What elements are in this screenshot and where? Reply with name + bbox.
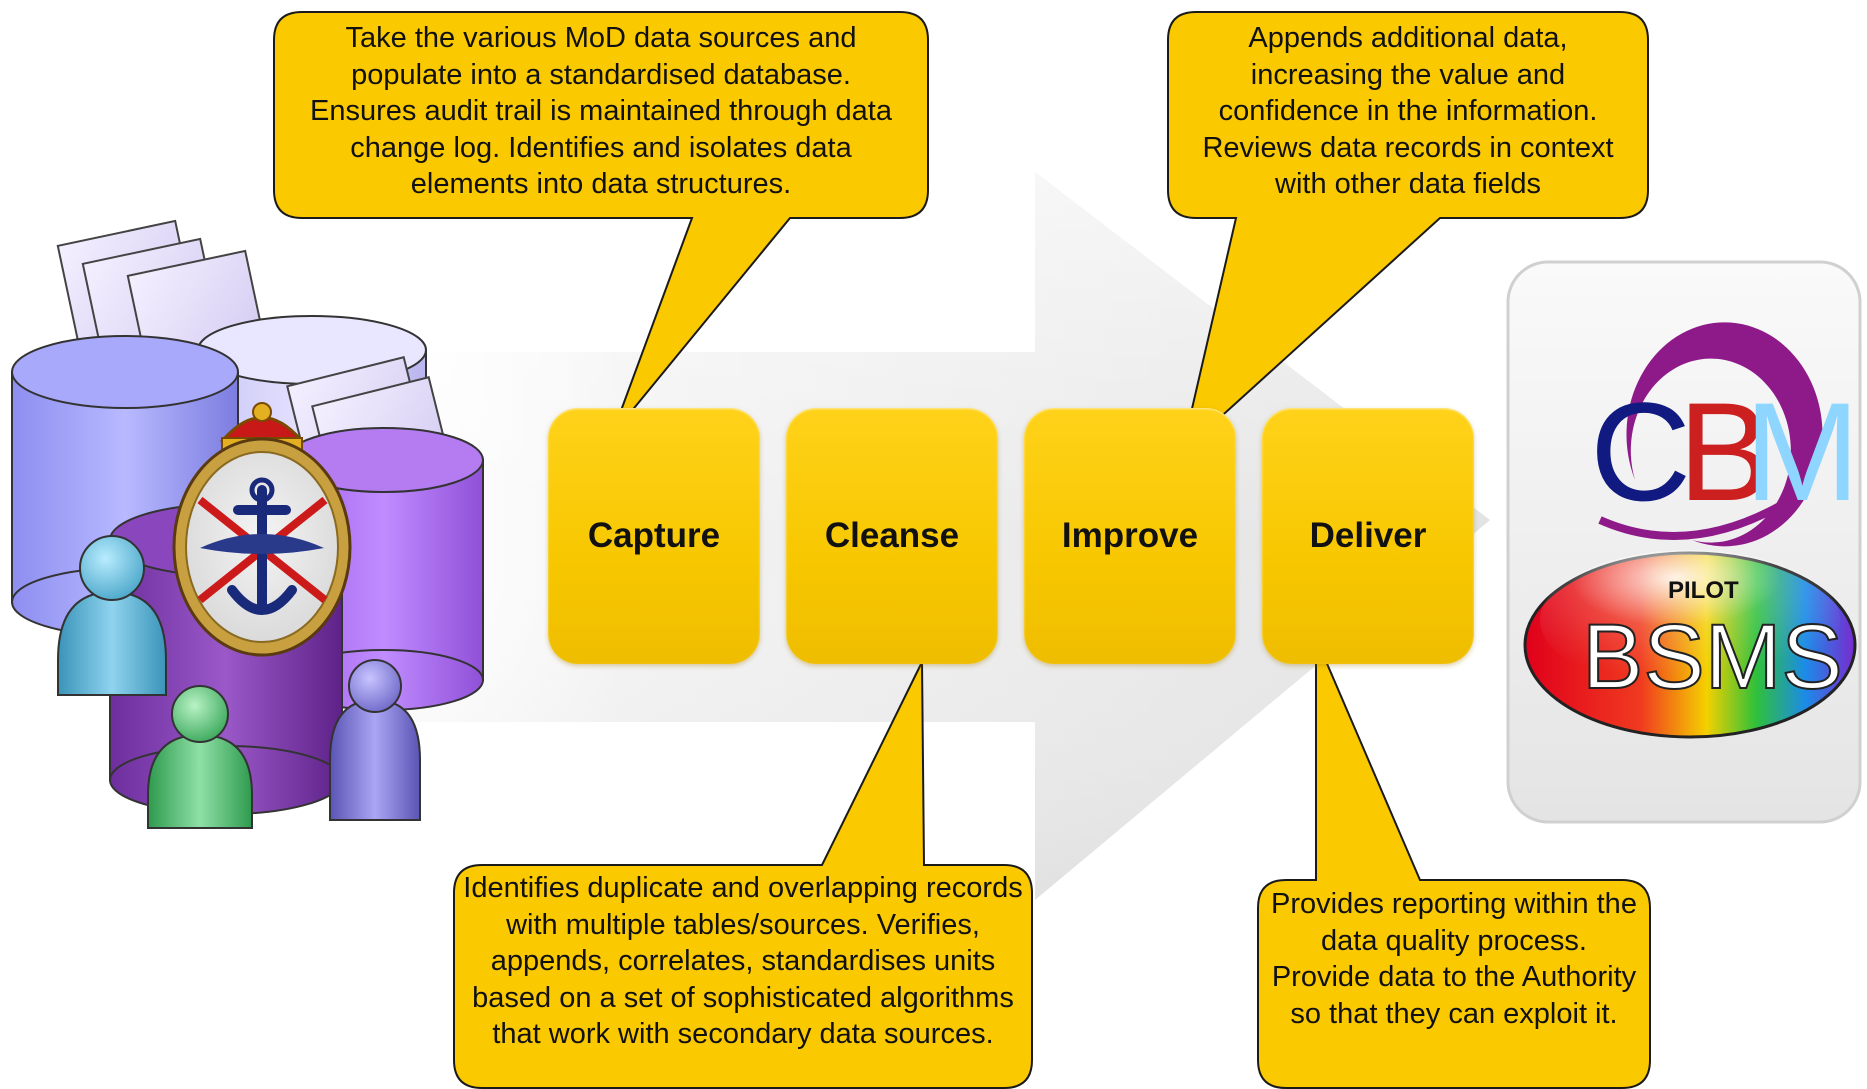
stage-capture[interactable]: Capture — [548, 408, 760, 664]
data-sources-illustration — [11, 219, 484, 829]
stage-cleanse[interactable]: Cleanse — [786, 408, 998, 664]
callout-cleanse-text: Identifies duplicate and overlapping rec… — [463, 872, 1023, 1050]
cbm-logo-c: C — [1590, 373, 1691, 530]
bsms-pilot-label: PILOT — [1668, 577, 1739, 604]
callout-deliver-bubble — [1257, 637, 1651, 1089]
callout-improve-bubble — [1167, 11, 1649, 455]
callout-capture-bubble — [273, 11, 929, 436]
stage-deliver[interactable]: Deliver — [1262, 408, 1474, 664]
stage-improve[interactable]: Improve — [1024, 408, 1236, 664]
callout-improve-text: Appends additional data, increasing the … — [1202, 22, 1614, 200]
user-icon-green — [147, 685, 253, 829]
callout-capture-text: Take the various MoD data sources and po… — [310, 22, 892, 200]
callout-deliver-text: Provides reporting within the data quali… — [1271, 888, 1637, 1030]
bsms-label: BSMS — [1582, 606, 1843, 708]
logo-panel: C B M PILOT BSMS — [1506, 260, 1862, 824]
bsms-logo: PILOT BSMS — [1523, 550, 1857, 739]
navy-crest-icon — [172, 402, 352, 657]
cbm-logo-m: M — [1744, 373, 1859, 530]
user-icon-teal — [57, 535, 167, 696]
user-icon-purple — [329, 659, 421, 821]
callout-cleanse-bubble — [453, 661, 1033, 1089]
cbm-logo: C B M — [1590, 322, 1860, 547]
cbm-logo-b: B — [1678, 373, 1771, 530]
